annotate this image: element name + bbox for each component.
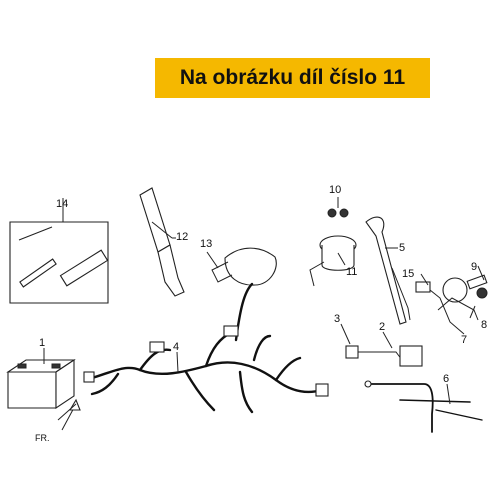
direction-label: FR. bbox=[35, 433, 50, 443]
callout-10: 10 bbox=[329, 184, 341, 196]
rear-view-mirror bbox=[206, 247, 277, 286]
fuse-holder bbox=[139, 187, 185, 297]
callout-5: 5 bbox=[399, 242, 405, 254]
callout-4: 4 bbox=[173, 341, 179, 353]
callout-2: 2 bbox=[379, 321, 385, 333]
ignition-switch bbox=[415, 265, 488, 335]
horn-assembly bbox=[309, 197, 357, 287]
callout-9: 9 bbox=[471, 261, 477, 273]
callout-13: 13 bbox=[200, 238, 212, 250]
callout-3: 3 bbox=[334, 313, 340, 325]
ignition-coil bbox=[340, 323, 423, 367]
callout-6: 6 bbox=[443, 373, 449, 385]
callout-15: 15 bbox=[402, 268, 414, 280]
sensor-cable bbox=[364, 380, 483, 433]
highlight-banner: Na obrázku díl číslo 11 bbox=[155, 58, 430, 98]
callout-7: 7 bbox=[461, 334, 467, 346]
callout-11: 11 bbox=[346, 266, 357, 278]
callout-1: 1 bbox=[39, 337, 45, 349]
wiring-harness bbox=[83, 282, 329, 414]
direction-arrow bbox=[57, 398, 81, 431]
battery bbox=[6, 348, 76, 410]
callout-8: 8 bbox=[481, 319, 487, 331]
callout-12: 12 bbox=[176, 231, 188, 243]
callout-14: 14 bbox=[56, 198, 68, 210]
spark-plug-cable bbox=[365, 216, 411, 325]
tool-kit bbox=[9, 198, 109, 304]
